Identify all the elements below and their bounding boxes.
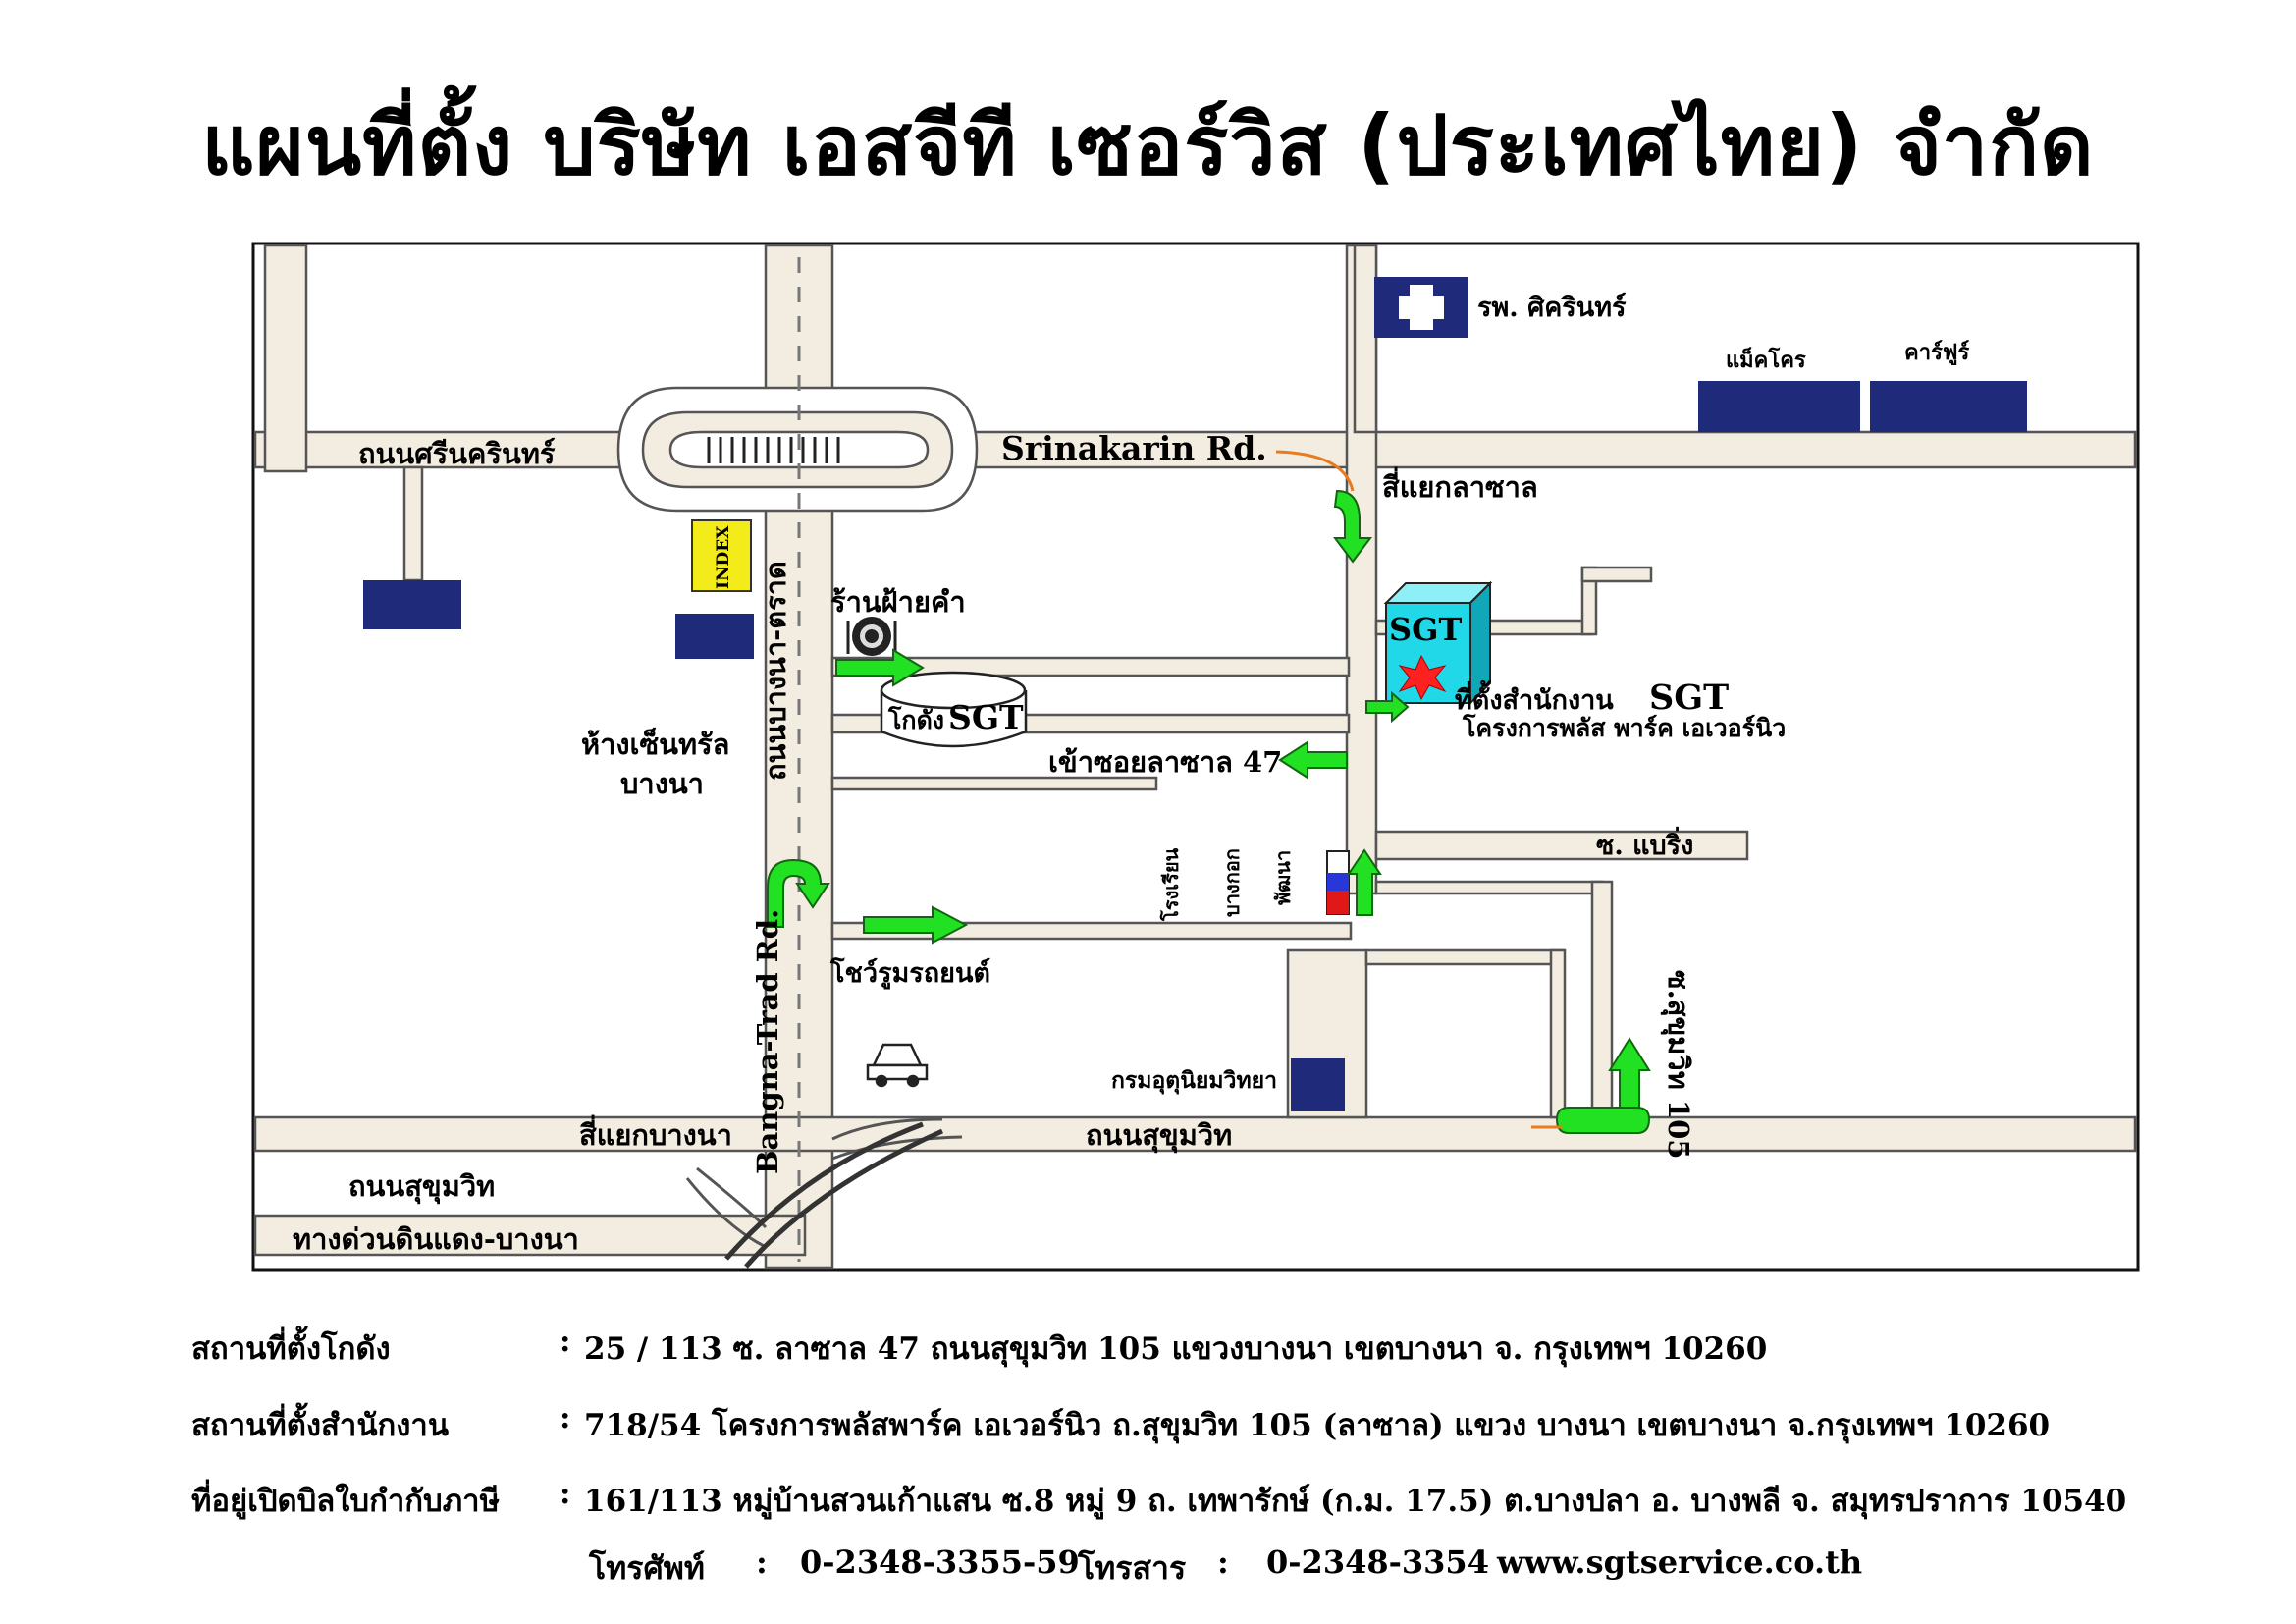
label-office-prefix: ที่ตั้งสำนักงาน <box>1455 679 1614 716</box>
road-network <box>253 244 2137 1270</box>
building-met-dept <box>1291 1058 1345 1111</box>
info-office-value: 718/54 โครงการพลัสพาร์ค เอเวอร์นิว ถ.สุข… <box>584 1408 2051 1443</box>
label-warehouse-prefix: โกดัง <box>887 705 944 734</box>
sgt-box-label: SGT <box>1389 611 1462 648</box>
label-showroom: โชว์รูมรถยนต์ <box>829 956 990 990</box>
info-warehouse-label: สถานที่ตั้งโกดัง <box>191 1331 391 1367</box>
route-hint <box>1275 450 1355 492</box>
label-srinakarin-th: ถนนศรีนครินทร์ <box>358 437 556 470</box>
arrow-uturn-lasalle <box>1333 489 1372 564</box>
label-school-1: โรงเรียน <box>1159 847 1183 922</box>
info-warehouse-sep: : <box>560 1324 571 1359</box>
building-makro <box>1698 381 1860 432</box>
restaurant-icon <box>846 617 897 656</box>
label-office-name: SGT <box>1649 677 1729 718</box>
arrow-sukhumvit-turn <box>1555 1107 1651 1134</box>
arrow-north-105 <box>1608 1037 1651 1112</box>
road-left-vertical <box>263 244 308 473</box>
phone-number[interactable]: 0-2348-3355-59 <box>800 1543 1080 1581</box>
label-srinakarin-en: Srinakarin Rd. <box>1001 429 1267 467</box>
arrow-east-1 <box>835 648 925 687</box>
info-billing-label: ที่อยู่เปิดบิลใบกำกับภาษี <box>191 1484 501 1519</box>
website-link[interactable]: www.sgtservice.co.th <box>1497 1543 1863 1581</box>
road-sukhumvit-105 <box>1590 880 1614 1119</box>
label-bangna-trad-th: ถนนบางนา-ตราด <box>759 561 792 781</box>
label-hospital: รพ. ศิครินทร์ <box>1477 292 1627 323</box>
info-office-sep: : <box>560 1400 571 1435</box>
label-central-1: ห้างเซ็นทรัล <box>581 727 729 761</box>
label-school-2: บางกอก <box>1220 848 1244 917</box>
car-icon <box>866 1043 929 1088</box>
phone-label: โทรศัพท์ <box>589 1549 705 1587</box>
label-carrefour: คาร์ฟูร์ <box>1904 340 1969 366</box>
road-sukhumvit <box>253 1115 2137 1153</box>
hospital-marker <box>1374 277 1468 338</box>
label-office-project: โครงการพลัส พาร์ค เอเวอร์นิว <box>1462 713 1786 742</box>
index-label: INDEX <box>714 525 733 589</box>
arrow-east-office <box>1365 690 1410 724</box>
label-central-2: บางนา <box>620 767 704 800</box>
label-warehouse-name: SGT <box>948 698 1024 736</box>
fax-sep: : <box>1217 1543 1229 1581</box>
label-sukhumvit-105: ซ.สุขุมวิท 105 <box>1661 970 1695 1159</box>
road-expressway <box>253 1214 807 1257</box>
label-bangna-junction: สี่แยกบางนา <box>579 1114 732 1152</box>
label-met-dept: กรมอุตุนิยมวิทยา <box>1111 1067 1277 1095</box>
label-school-3: พัฒนา <box>1271 850 1295 905</box>
info-billing-sep: : <box>560 1476 571 1511</box>
arrow-north-lasalle <box>1347 848 1382 916</box>
label-makro: แม็คโคร <box>1726 346 1806 373</box>
phone-sep: : <box>756 1543 768 1581</box>
building-central <box>675 614 754 659</box>
info-billing-value: 161/113 หมู่บ้านสวนเก้าแสน ซ.8 หมู่ 9 ถ.… <box>584 1484 2127 1519</box>
info-warehouse-value: 25 / 113 ซ. ลาซาล 47 ถนนสุขุมวิท 105 แขว… <box>584 1331 1768 1367</box>
label-sukhumvit-right: ถนนสุขุมวิท <box>1086 1118 1232 1153</box>
interchange-ramps <box>685 1117 963 1269</box>
arrow-east-2 <box>863 905 969 945</box>
label-expressway: ทางด่วนดินแดง-บางนา <box>293 1222 579 1256</box>
road-soi-bering <box>1374 830 1749 861</box>
flag-marker <box>1326 850 1350 915</box>
label-lasalle-junction: สี่แยกลาซาล <box>1382 466 1538 504</box>
fax-number: 0-2348-3354 <box>1266 1543 1489 1581</box>
label-sukhumvit-left: ถนนสุขุมวิท <box>348 1169 495 1204</box>
label-soi-lasalle47: เข้าซอยลาซาล 47 <box>1048 745 1282 779</box>
building-carrefour <box>1870 381 2027 432</box>
info-office-label: สถานที่ตั้งสำนักงาน <box>191 1408 450 1443</box>
warehouse-cylinder <box>880 671 1028 748</box>
arrow-west-soi47 <box>1278 740 1348 780</box>
fax-label: โทรสาร <box>1078 1549 1187 1587</box>
label-soi-bering: ซ. แบริ่ง <box>1596 826 1693 861</box>
sgt-office-marker <box>1383 580 1493 706</box>
label-restaurant: ร้านฝ้ายคำ <box>830 585 966 619</box>
label-bangna-trad-en: Bangna-Trad Rd. <box>751 909 784 1174</box>
arrow-uturn-bangna <box>767 858 830 928</box>
road-srinakarin <box>253 430 2137 469</box>
index-box <box>691 519 752 592</box>
building-west <box>363 580 461 629</box>
direction-arrows <box>767 489 1651 1134</box>
overpass-hatch <box>707 437 840 463</box>
page-title: แผนที่ตั้ง บริษัท เอสจีที เซอร์วิส (ประเ… <box>201 97 2095 193</box>
